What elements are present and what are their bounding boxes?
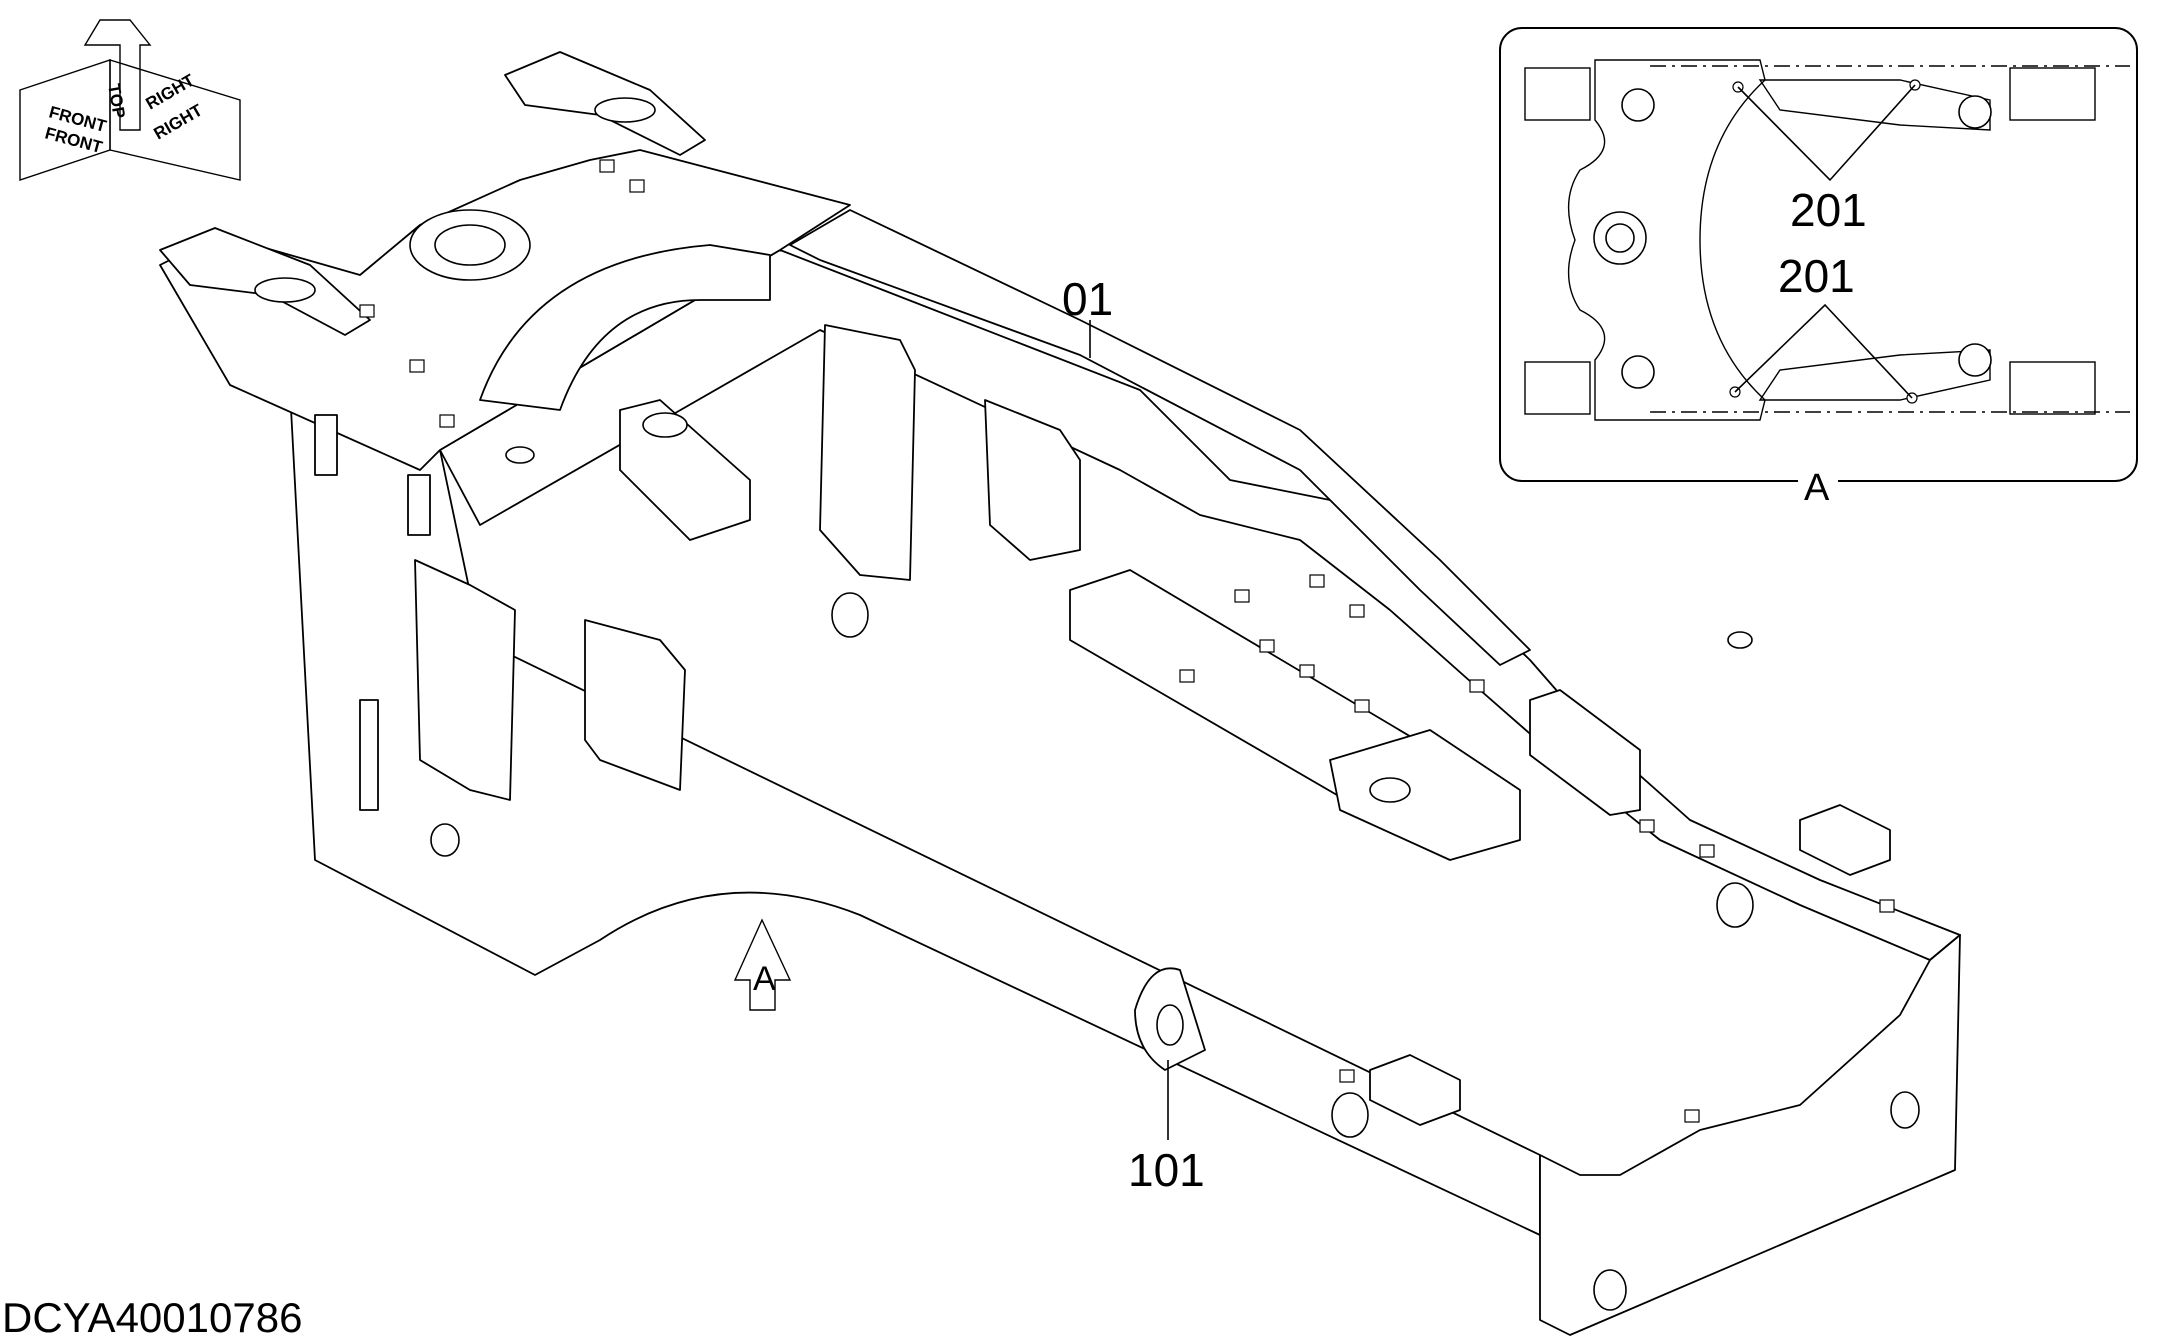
- side-hole: [1331, 1092, 1369, 1138]
- deck-hole: [1727, 631, 1753, 649]
- frame-bosses: [359, 159, 1895, 1123]
- orientation-indicator: FRONT FRONT TOP RIGHT RIGHT: [19, 19, 241, 181]
- deck-hole: [505, 446, 535, 464]
- side-pad: [407, 474, 431, 536]
- callout-tie-down-lug: 101: [1128, 1144, 1205, 1196]
- side-hole: [430, 823, 460, 857]
- inset-label-mask: [1798, 462, 1838, 502]
- side-window-left: [414, 559, 516, 801]
- inner-window-2: [984, 399, 1081, 561]
- inset-hole-top: [1621, 88, 1655, 122]
- inset-leader-lower: [1734, 303, 1913, 399]
- inset-view-label: A: [1804, 467, 1830, 509]
- center-pivot-bore: [434, 224, 506, 266]
- side-hole: [1890, 1091, 1920, 1129]
- inner-window: [819, 324, 916, 581]
- frame-right-rail-top: [789, 209, 1531, 666]
- lug-right-pin-hole: [594, 97, 656, 123]
- view-a-marker: A: [733, 918, 792, 1011]
- bracket-hole: [642, 412, 688, 438]
- deck-hole: [1716, 882, 1754, 928]
- inset-top-rail-right: [2009, 67, 2096, 121]
- inset-hole-bottom-right: [1958, 343, 1992, 377]
- side-hole: [1593, 1269, 1627, 1311]
- inset-view-a: 201 201 A: [1499, 27, 2138, 509]
- inset-inner-channel-top: [1758, 79, 1991, 131]
- view-a-marker-label: A: [753, 960, 776, 998]
- frame-left-side-wall: [289, 389, 1541, 1236]
- main-frame-drawing: [159, 51, 1961, 1336]
- side-strip: [359, 699, 379, 811]
- inset-hole-bottom: [1621, 355, 1655, 389]
- side-window-center: [584, 619, 686, 791]
- document-id: DCYA40010786: [2, 1294, 302, 1341]
- tie-down-lug-hole: [1156, 1004, 1184, 1046]
- frame-front-upper-plate: [159, 149, 851, 471]
- inset-bottom-rail-left: [1524, 361, 1591, 415]
- rear-top-pad: [1799, 804, 1891, 876]
- lug-left-pin-hole: [254, 277, 316, 303]
- frame-inner-arch: [479, 244, 771, 411]
- inset-frame-outline: [1567, 59, 1766, 421]
- deck-hole: [831, 592, 869, 638]
- inset-pivot-bore: [1605, 223, 1635, 253]
- inset-callout-upper: 201: [1790, 184, 1867, 236]
- inset-callout-lower: 201: [1778, 250, 1855, 302]
- callout-main-frame: 01: [1062, 273, 1113, 325]
- rear-bottom-pad: [1369, 1054, 1461, 1126]
- inset-top-rail-left: [1524, 67, 1591, 121]
- inset-bottom-rail-right: [2009, 361, 2096, 415]
- frame-rear-crossmember: [1539, 934, 1961, 1336]
- inset-hole-top-right: [1958, 95, 1992, 129]
- side-pad: [314, 414, 338, 476]
- crossbeam-saddle: [1329, 729, 1521, 861]
- saddle-hole: [1369, 777, 1411, 803]
- label-top: TOP: [104, 82, 129, 119]
- inset-inner-channel-bottom: [1758, 349, 1991, 401]
- rear-right-bracket: [1529, 689, 1641, 816]
- inset-leader-upper: [1737, 84, 1916, 182]
